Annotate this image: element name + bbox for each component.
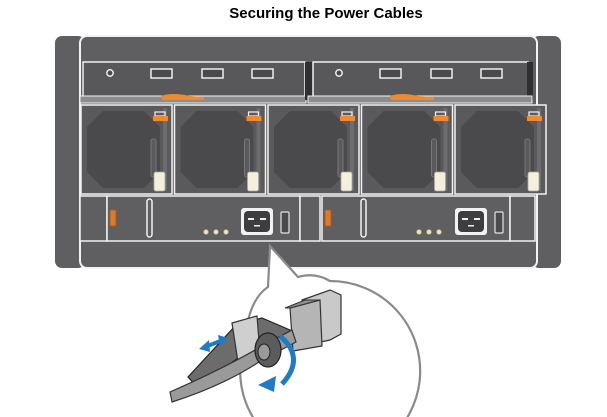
fan-side-strip xyxy=(163,108,167,191)
status-led-icon xyxy=(202,228,209,235)
controller-2-dark-edge xyxy=(305,62,314,100)
status-led-icon xyxy=(435,228,442,235)
plug-top xyxy=(284,299,321,309)
fan-slot xyxy=(150,138,157,178)
psu-1-handle xyxy=(146,198,153,238)
status-led-icon xyxy=(222,228,229,235)
controller-2-dark-edge-right xyxy=(527,62,533,100)
psu-2-handle xyxy=(360,198,367,238)
fan-slot xyxy=(337,138,344,178)
fan-side-strip xyxy=(350,108,354,191)
power-inlet-socket xyxy=(458,211,484,232)
psu-2-right-cell xyxy=(509,195,536,242)
inlet-pin xyxy=(474,218,480,220)
controller-1 xyxy=(79,61,307,104)
fan-grille xyxy=(461,111,534,188)
fan-handle xyxy=(434,171,446,192)
fan-latch xyxy=(246,116,262,121)
port-icon xyxy=(201,68,224,79)
fan-latch xyxy=(433,116,449,121)
controller-2 xyxy=(305,61,533,104)
chassis-left-ear xyxy=(55,36,85,268)
figure-title: Securing the Power Cables xyxy=(229,5,423,22)
power-plug xyxy=(284,289,342,352)
power-inlet-socket xyxy=(244,211,270,232)
rotate-arrow-arc xyxy=(278,334,296,386)
psu-1 xyxy=(79,195,301,242)
controller-2-panel xyxy=(312,61,529,100)
controller-1-panel xyxy=(82,61,306,100)
port-icon xyxy=(430,68,453,79)
fan-handle xyxy=(247,171,259,192)
psu-2 xyxy=(299,195,536,242)
fan-slot xyxy=(431,138,437,178)
slide-arrow-left-head xyxy=(199,340,210,352)
port-icon xyxy=(251,68,274,79)
inlet-pin xyxy=(254,225,260,227)
fan-slot xyxy=(244,138,250,178)
psu-2-release-tab xyxy=(324,209,332,227)
fan-row xyxy=(80,104,547,195)
fan-latch xyxy=(340,116,355,121)
fan-side-strip xyxy=(537,108,541,191)
psu-1-switch xyxy=(280,211,290,234)
psu-1-release-tab xyxy=(109,209,117,227)
slide-arrow-right-head xyxy=(218,335,228,346)
psu-1-left-cell xyxy=(79,195,108,242)
fan-handle xyxy=(527,171,540,192)
fan-grille xyxy=(87,111,160,188)
inlet-pin xyxy=(462,218,468,220)
fan-slot xyxy=(524,138,531,178)
plug-body xyxy=(289,299,323,352)
fan-grille xyxy=(367,111,441,188)
controller-1-latch xyxy=(161,94,204,100)
port-icon xyxy=(150,68,173,79)
status-led-icon xyxy=(425,228,432,235)
psu-2-left-cell xyxy=(299,195,321,242)
fan-grille xyxy=(180,111,254,188)
fan-side-strip xyxy=(443,108,448,191)
fan-handle xyxy=(340,171,353,192)
rotate-arrow-head xyxy=(258,376,276,392)
controller-2-latch xyxy=(390,94,434,100)
fan-side-strip xyxy=(256,108,261,191)
inlet-pin xyxy=(468,225,474,227)
port-icon xyxy=(480,68,503,79)
retention-ring-hole xyxy=(257,343,271,361)
fan-handle xyxy=(153,171,166,192)
fan-latch xyxy=(153,116,168,121)
inlet-pin xyxy=(248,218,254,220)
power-led-icon xyxy=(335,69,343,77)
psu-2-switch xyxy=(494,211,504,234)
power-led-icon xyxy=(106,69,114,77)
status-led-icon xyxy=(212,228,219,235)
callout-balloon xyxy=(169,243,422,417)
inlet-pin xyxy=(260,218,266,220)
fan-latch xyxy=(527,116,542,121)
port-icon xyxy=(379,68,402,79)
fan-grille xyxy=(274,111,347,188)
status-led-icon xyxy=(415,228,422,235)
